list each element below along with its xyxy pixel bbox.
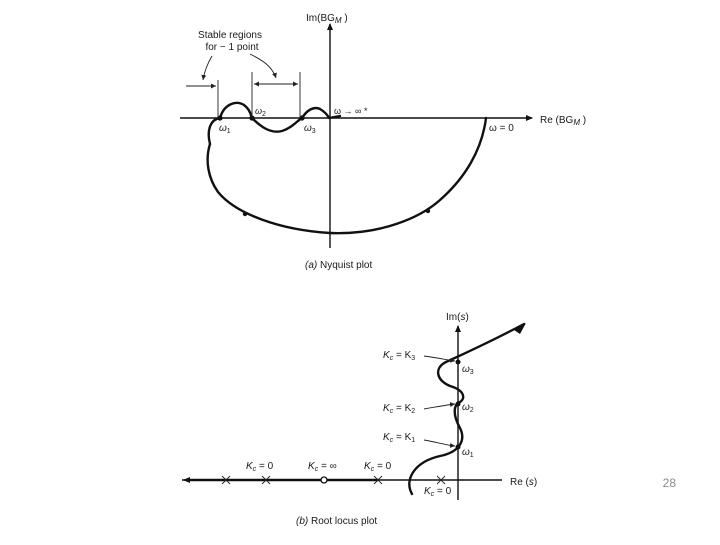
nyquist-w1-label: ω1 [219, 123, 231, 135]
rootlocus-kc0c-label: Kc = 0 [424, 486, 452, 498]
nyquist-upper-curve [207, 101, 342, 146]
rootlocus-kcinf-label: Kc = ∞ [308, 461, 337, 473]
rootlocus-kc3-label: Kc = K3 [383, 350, 415, 362]
stable-regions-label-line2: for − 1 point [205, 42, 258, 53]
rootlocus-kc0a-label: Kc = 0 [246, 461, 274, 473]
rootlocus-pole-4 [436, 475, 446, 485]
nyquist-point-lower-left [242, 211, 248, 217]
nyquist-point-w1 [217, 115, 223, 121]
rootlocus-zero [320, 476, 328, 484]
rootlocus-pole-3 [373, 475, 383, 485]
page-number: 28 [662, 476, 676, 490]
nyquist-w2-label: ω2 [255, 106, 266, 118]
rootlocus-point-w1 [455, 444, 461, 450]
stable-label-leader-right [249, 53, 277, 79]
nyquist-w3-label: ω3 [304, 123, 316, 135]
rootlocus-point-w3 [455, 359, 461, 365]
rootlocus-kc0b-label: Kc = 0 [364, 461, 392, 473]
nyquist-w-infinity-label: ω → ∞ * [334, 106, 368, 116]
nyquist-point-w3 [299, 115, 305, 121]
nyquist-caption: (a) Nyquist plot [305, 260, 372, 271]
nyquist-point-lower-right [425, 208, 431, 214]
rootlocus-w3-label: ω3 [462, 364, 474, 376]
rootlocus-w2-label: ω2 [462, 402, 474, 414]
rootlocus-kc1-label: Kc = K1 [383, 432, 415, 444]
rootlocus-kc1-leader [423, 439, 456, 448]
rootlocus-pole-2 [261, 475, 271, 485]
stable-regions-label-line1: Stable regions [198, 30, 262, 41]
nyquist-lower-loop [206, 116, 488, 235]
rootlocus-kc3-leader [423, 355, 456, 363]
stable-label-leader-left [201, 55, 213, 81]
rootlocus-branch-arrowhead [514, 323, 526, 334]
root-locus-plot: Im(s) Re (s) Kc = K3 Kc = K2 Kc = K1 ω3 … [182, 312, 537, 527]
rootlocus-caption: (b) Root locus plot [296, 516, 377, 527]
nyquist-plot: Im(BGM ) Re (BGM ) ω1 ω2 ω3 ω → ∞ * ω = … [180, 13, 586, 271]
rootlocus-imag-label: Im(s) [446, 312, 469, 323]
rootlocus-pole-1 [221, 475, 231, 485]
nyquist-w-zero-label: ω = 0 [489, 123, 514, 134]
rootlocus-w1-label: ω1 [462, 447, 474, 459]
rootlocus-point-w2 [455, 401, 461, 407]
rootlocus-kc2-label: Kc = K2 [383, 403, 415, 415]
nyquist-real-label: Re (BGM ) [540, 115, 586, 127]
rootlocus-real-label: Re (s) [510, 477, 537, 488]
nyquist-imag-label: Im(BGM ) [306, 13, 348, 25]
rootlocus-kc2-leader [423, 402, 456, 410]
